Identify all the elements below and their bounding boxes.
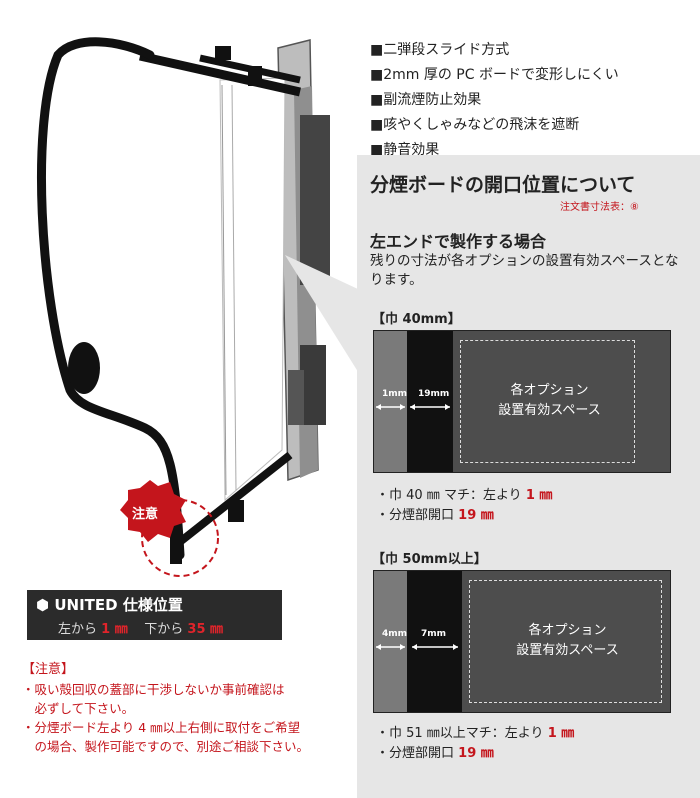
feature-item: ■2mm 厚の PC ボードで変形しにくい bbox=[370, 67, 619, 83]
dim-1: 1mm bbox=[382, 389, 408, 399]
spec-title-text: 仕様位置 bbox=[122, 596, 183, 614]
bullet-40-1: ・巾 40 ㎜ マチ：左より 1 ㎜ bbox=[376, 488, 553, 503]
caution-badge bbox=[120, 480, 186, 542]
warning-item: の場合、製作可能ですので、別途ご相談下さい。 bbox=[22, 739, 310, 754]
warning-item: ・吸い殻回収の蓋部に干渉しないか事前確認は bbox=[22, 682, 285, 697]
section-40-label: 【巾 40mm】 bbox=[372, 312, 461, 327]
warning-item: ・分煙ボード左より 4 ㎜以上右側に取付をご希望 bbox=[22, 720, 301, 735]
space-label: 各オプション 設置有効スペース bbox=[498, 383, 601, 418]
wall-panel bbox=[277, 39, 330, 482]
diagram-50: 4mm 7mm 各オプション 設置有効スペース bbox=[373, 570, 671, 713]
feature-item: ■咳やくしゃみなどの飛沫を遮断 bbox=[370, 117, 580, 133]
feature-item: ■静音効果 bbox=[370, 142, 440, 158]
dim-arrows bbox=[376, 404, 450, 410]
spec-title: ⬢ UNITED 仕様位置 bbox=[36, 594, 183, 615]
caution-badge-label: 注意 bbox=[132, 507, 159, 522]
opening-strip bbox=[407, 571, 462, 712]
brand-name: UNITED bbox=[54, 596, 118, 614]
bullet-50-2: ・分煙部開口 19 ㎜ bbox=[376, 746, 494, 761]
bullet-40-2: ・分煙部開口 19 ㎜ bbox=[376, 508, 494, 523]
feature-item: ■副流煙防止効果 bbox=[370, 92, 482, 108]
spec-values: 左から 1 ㎜ 下から 35 ㎜ bbox=[58, 622, 224, 637]
warning-heading: 【注意】 bbox=[22, 662, 75, 677]
bullet-50-1: ・巾 51 ㎜以上マチ：左より 1 ㎜ bbox=[376, 726, 575, 741]
highlight-circle bbox=[141, 499, 219, 577]
dim-2: 19mm bbox=[418, 389, 450, 399]
warning-item: 必ずして下さい。 bbox=[22, 701, 135, 716]
brand-icon: ⬢ bbox=[36, 596, 50, 614]
section-50-label: 【巾 50mm以上】 bbox=[372, 552, 487, 567]
feature-list: ■二弾段スライド方式 ■2mm 厚の PC ボードで変形しにくい ■副流煙防止効… bbox=[370, 38, 619, 163]
space-area bbox=[469, 580, 662, 703]
feature-item: ■二弾段スライド方式 bbox=[370, 42, 510, 58]
dim-2: 7mm bbox=[421, 629, 447, 639]
product-illustration bbox=[36, 37, 330, 577]
dim-1: 4mm bbox=[382, 629, 408, 639]
panel-note: 注文書寸法表：⑧ bbox=[560, 202, 639, 213]
space-label: 各オプション 設置有効スペース bbox=[516, 623, 619, 658]
margin-strip bbox=[374, 571, 407, 712]
warning-list: ・吸い殻回収の蓋部に干渉しないか事前確認は 必ずして下さい。 ・分煙ボード左より… bbox=[22, 680, 352, 756]
frame-tube bbox=[36, 37, 185, 560]
diagram-40: 1mm 19mm 各オプション 設置有効スペース bbox=[373, 330, 671, 473]
top-rail bbox=[139, 46, 301, 97]
frame-foot bbox=[68, 342, 100, 394]
case-title: 左エンドで製作する場合 bbox=[370, 232, 547, 251]
spec-bar bbox=[27, 590, 282, 640]
margin-strip bbox=[374, 331, 407, 472]
panel-title: 分煙ボードの開口位置について bbox=[370, 174, 636, 196]
space-area bbox=[460, 340, 635, 463]
case-description: 残りの寸法が各オプションの設置有効スペースとなります。 bbox=[370, 253, 679, 288]
opening-strip bbox=[407, 331, 453, 472]
dim-arrows bbox=[376, 644, 458, 650]
panel-pointer bbox=[285, 255, 360, 375]
pc-board bbox=[219, 77, 286, 502]
